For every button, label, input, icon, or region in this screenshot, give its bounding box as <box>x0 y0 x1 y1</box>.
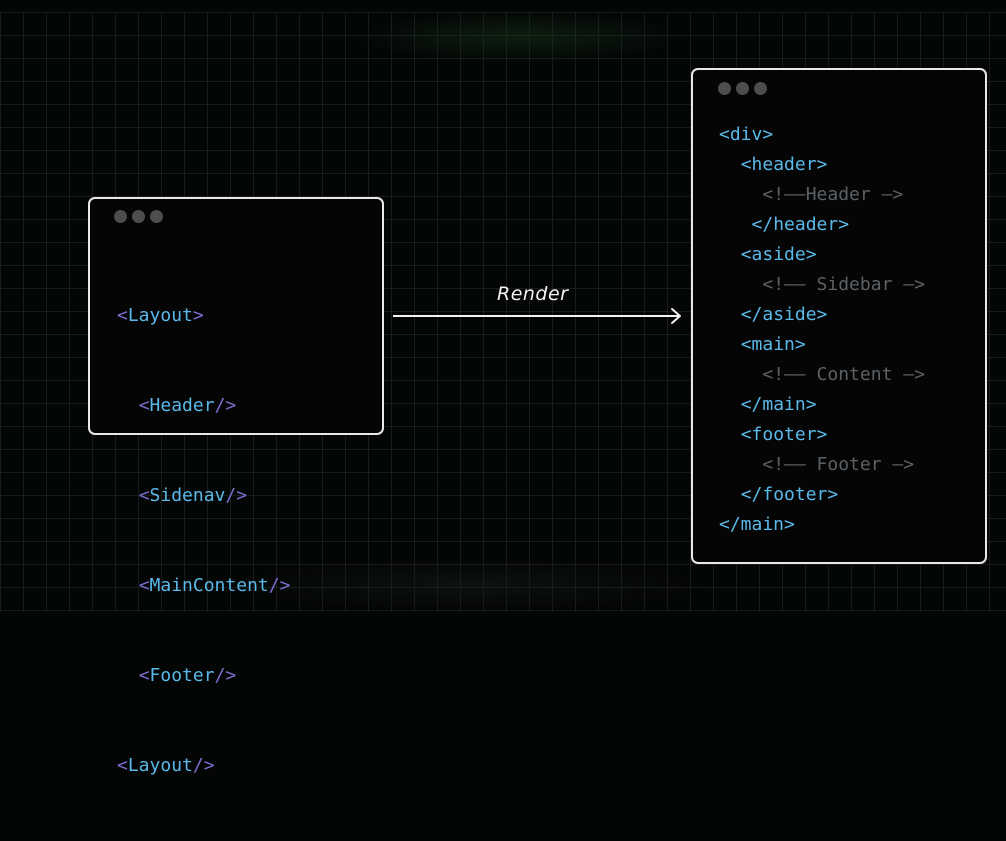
code-line: <header> <box>719 150 925 180</box>
comment-line: <!——Header —> <box>719 180 925 210</box>
html-comment: <!—— Sidebar —> <box>762 274 925 295</box>
window-controls <box>114 210 163 223</box>
html-tag: </aside> <box>740 304 828 325</box>
window-dot-icon <box>150 210 163 223</box>
html-comment: <!——Header —> <box>762 184 904 205</box>
indent <box>719 304 741 325</box>
code-line: <MainContent/> <box>117 571 291 601</box>
window-dot-icon <box>736 82 749 95</box>
html-tag: </main> <box>740 394 817 415</box>
render-arrow-icon <box>393 308 681 324</box>
bracket: /> <box>225 485 248 506</box>
background-blur-bottom <box>240 560 700 610</box>
window-controls <box>718 82 767 95</box>
bracket: /> <box>192 755 215 776</box>
bracket: /> <box>268 575 291 596</box>
html-tag: </header> <box>751 214 850 235</box>
code-line: </header> <box>719 210 925 240</box>
html-tag: <div> <box>719 124 774 145</box>
window-dot-icon <box>114 210 127 223</box>
bracket: < <box>138 395 150 416</box>
code-line: <Sidenav/> <box>117 481 290 511</box>
html-tag: <aside> <box>740 244 817 265</box>
code-line: </aside> <box>719 300 925 330</box>
html-tag: <header> <box>740 154 828 175</box>
component-name: Layout <box>127 755 193 776</box>
component-name: MainContent <box>149 575 269 596</box>
window-dot-icon <box>718 82 731 95</box>
indent <box>719 454 762 475</box>
window-dot-icon <box>754 82 767 95</box>
bracket: /> <box>214 665 237 686</box>
indent <box>719 184 762 205</box>
html-comment: <!—— Footer —> <box>762 454 915 475</box>
code-line: </footer> <box>719 480 925 510</box>
bracket: > <box>192 305 204 326</box>
comment-line: <!—— Content —> <box>719 360 925 390</box>
html-tag: <main> <box>740 334 806 355</box>
background-blur-top <box>360 12 680 62</box>
code-line: <Layout> <box>117 301 290 331</box>
html-tag: <footer> <box>740 424 828 445</box>
arrow-head <box>671 308 681 324</box>
bracket: < <box>138 575 150 596</box>
code-line: <Header/> <box>117 391 290 421</box>
indent <box>719 394 741 415</box>
html-tag: </footer> <box>740 484 839 505</box>
comment-line: <!—— Sidebar —> <box>719 270 925 300</box>
bracket: /> <box>214 395 237 416</box>
html-tag: </main> <box>719 514 795 535</box>
code-line: <main> <box>719 330 925 360</box>
indent <box>719 334 741 355</box>
indent <box>719 244 741 265</box>
bracket: < <box>117 755 128 776</box>
bracket: < <box>138 665 150 686</box>
code-line: <div> <box>719 120 925 150</box>
component-name: Sidenav <box>149 485 226 506</box>
bracket: < <box>117 305 128 326</box>
code-line: </main> <box>719 510 925 540</box>
indent <box>719 214 752 235</box>
indent <box>719 424 741 445</box>
jsx-code-window: <Layout> <Header/> <Sidenav/> <MainConte… <box>88 197 384 776</box>
indent <box>719 484 741 505</box>
html-comment: <!—— Content —> <box>762 364 925 385</box>
html-output-window: <div> <header> <!——Header —> </header> <… <box>691 68 987 564</box>
code-line: <Footer/> <box>117 661 290 691</box>
component-name: Header <box>149 395 215 416</box>
indent <box>719 274 762 295</box>
comment-line: <!—— Footer —> <box>719 450 925 480</box>
code-line: <aside> <box>719 240 925 270</box>
code-line: <Layout/> <box>117 751 290 781</box>
html-code: <div> <header> <!——Header —> </header> <… <box>719 120 925 540</box>
jsx-code: <Layout> <Header/> <Sidenav/> <MainConte… <box>117 241 290 841</box>
indent <box>719 154 741 175</box>
indent <box>719 364 762 385</box>
render-label: Render <box>497 283 569 305</box>
window-dot-icon <box>132 210 145 223</box>
code-line: </main> <box>719 390 925 420</box>
bracket: < <box>138 485 150 506</box>
code-line: <footer> <box>719 420 925 450</box>
component-name: Layout <box>127 305 193 326</box>
component-name: Footer <box>149 665 215 686</box>
